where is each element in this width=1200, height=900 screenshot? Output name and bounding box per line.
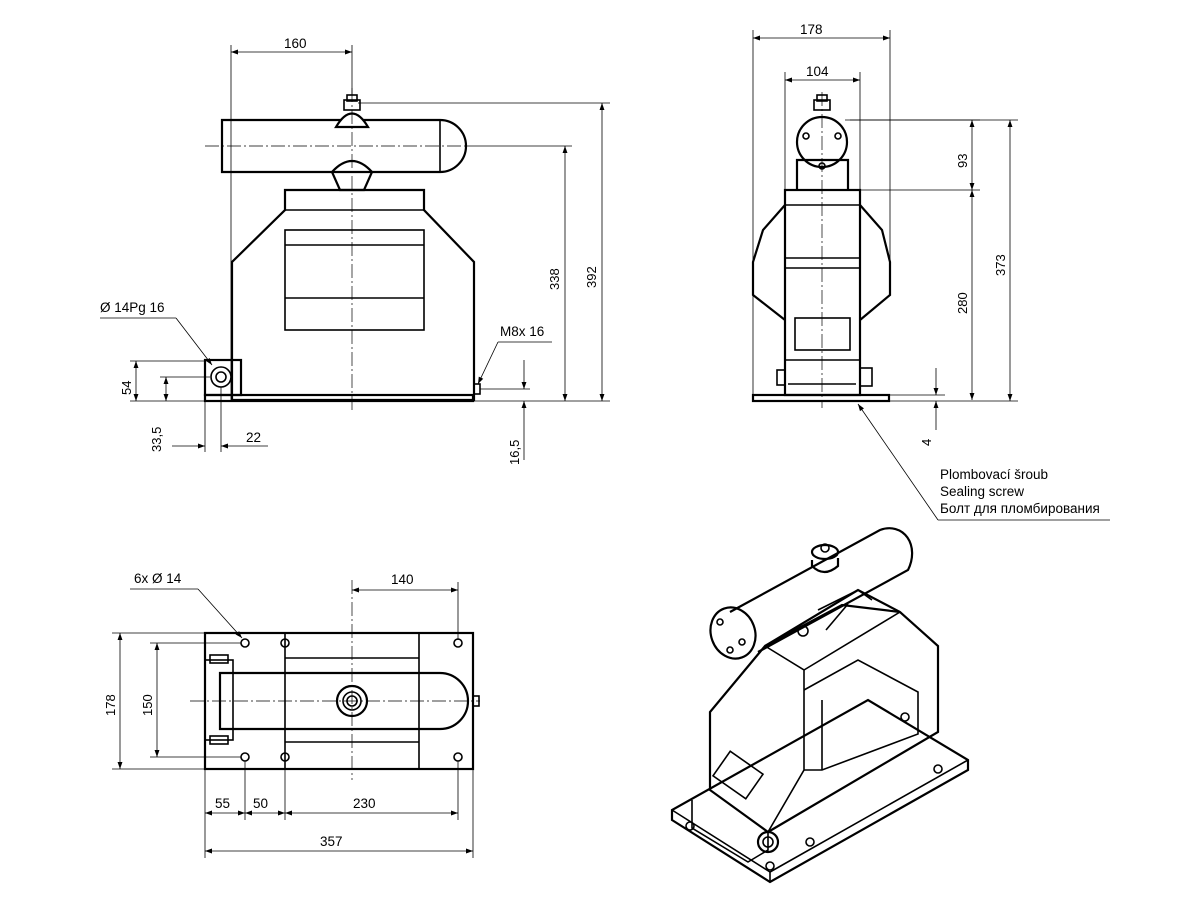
top-view: 6x Ø 14 140 178 150 55 50 230 357	[103, 571, 480, 858]
side-view: 178 104 93 280 373 4 Plombovací šroub Se…	[751, 22, 1110, 521]
dim-16-5: 16,5	[507, 440, 522, 465]
dim-top-178: 178	[103, 694, 118, 716]
dim-side-280: 280	[955, 292, 970, 314]
label-sealing-cz: Plombovací šroub	[940, 467, 1048, 482]
front-view: 160 338 392 Ø 14Pg 16 M8x 16 54 33,5 22	[100, 36, 610, 465]
dim-side-178: 178	[800, 22, 823, 37]
isometric-view	[670, 527, 970, 884]
callout-thread: M8x 16	[500, 324, 544, 339]
dim-33-5: 33,5	[149, 427, 164, 452]
callout-conduit: Ø 14Pg 16	[100, 300, 165, 315]
iso-cylinder	[729, 527, 914, 653]
dim-top-230: 230	[353, 796, 376, 811]
side-body	[783, 188, 862, 397]
dim-22: 22	[246, 430, 261, 445]
dim-top-150: 150	[140, 694, 155, 716]
front-body	[230, 188, 476, 402]
label-sealing-en: Sealing screw	[940, 484, 1024, 499]
dim-top-55: 55	[215, 796, 230, 811]
label-sealing-ru: Болт для пломбирования	[940, 501, 1100, 516]
iso-body	[708, 588, 940, 834]
front-cylinder	[220, 118, 468, 174]
dim-top-357: 357	[320, 834, 343, 849]
dim-392: 392	[584, 266, 599, 288]
dim-338: 338	[547, 268, 562, 290]
dim-side-104: 104	[806, 64, 829, 79]
callout-holes: 6x Ø 14	[134, 571, 182, 586]
dim-top-50: 50	[253, 796, 268, 811]
dim-54: 54	[119, 381, 134, 395]
dim-160: 160	[284, 36, 307, 51]
dim-side-4: 4	[919, 439, 934, 446]
dim-side-93: 93	[955, 154, 970, 168]
dim-side-373: 373	[993, 254, 1008, 276]
dim-top-140: 140	[391, 572, 414, 587]
